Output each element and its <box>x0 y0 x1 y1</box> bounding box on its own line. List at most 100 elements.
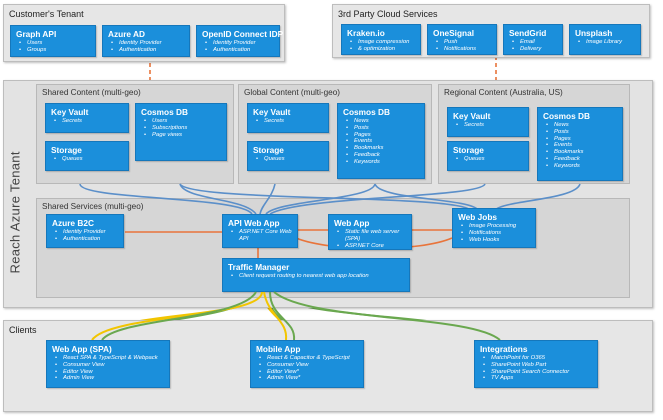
global-content-frame: Global Content (multi-geo) Key Vault Sec… <box>238 84 432 184</box>
card-item: ASP.NET Core <box>337 243 411 250</box>
green-link <box>269 291 296 341</box>
card-item: Image Library <box>578 39 640 46</box>
card-item: Authentication <box>111 47 189 54</box>
card-title: Storage <box>51 145 82 155</box>
card-item: Users <box>19 40 95 47</box>
card-item: Authentication <box>205 47 279 54</box>
card-title: Storage <box>253 145 284 155</box>
shared-content-title: Shared Content (multi-geo) <box>42 88 141 97</box>
card-item: Bookmarks <box>546 149 622 156</box>
storage-card: Storage Queues <box>447 141 529 171</box>
card-item: News <box>346 118 424 125</box>
green-link <box>273 291 501 341</box>
card-item: Consumer View <box>259 362 363 369</box>
global-content-title: Global Content (multi-geo) <box>244 88 341 97</box>
card-item: ASP.NET Core Web API <box>231 229 297 243</box>
card-item: Notifications <box>461 230 535 237</box>
card-item: Feedback <box>546 156 622 163</box>
key-vault-card: Key Vault Secrets <box>45 103 129 133</box>
azure-b2c-card: Azure B2C Identity Provider Authenticati… <box>46 214 124 248</box>
blue-link <box>179 183 257 215</box>
card-item: Pages <box>346 132 424 139</box>
yellow-link <box>91 291 263 341</box>
shared-content-frame: Shared Content (multi-geo) Key Vault Sec… <box>36 84 234 184</box>
card-title: Cosmos DB <box>141 107 189 117</box>
card-title: Web App <box>334 218 370 228</box>
card-item: Client request routing to nearest web ap… <box>231 273 409 280</box>
card-title: Web Jobs <box>458 212 498 222</box>
openid-idp-card: OpenID Connect IDP Identity Provider Aut… <box>196 25 283 57</box>
card-item: Push <box>436 39 496 46</box>
card-item: Queues <box>256 156 328 163</box>
cosmos-db-card: Cosmos DB News Posts Pages Events Bookma… <box>537 107 623 181</box>
customer-tenant-frame: Customer's Tenant Graph API Users Groups… <box>3 4 285 62</box>
card-title: Integrations <box>480 344 528 354</box>
card-item: Admin View <box>55 375 169 382</box>
card-title: SendGrid <box>509 28 547 38</box>
card-title: Cosmos DB <box>543 111 591 121</box>
card-item: Pages <box>546 136 622 143</box>
card-title: Azure AD <box>108 29 146 39</box>
blue-link <box>265 183 376 215</box>
card-item: SharePoint Search Connector <box>483 369 597 376</box>
card-title: Key Vault <box>253 107 291 117</box>
card-title: API Web App <box>228 218 280 228</box>
onesignal-card: OneSignal Push Notifications <box>427 24 497 55</box>
sendgrid-card: SendGrid Email Delivery <box>503 24 563 55</box>
card-item: Email <box>512 39 562 46</box>
card-title: Storage <box>453 145 484 155</box>
card-item: Static file web server (SPA) <box>337 229 407 243</box>
card-item: Delivery <box>512 46 562 53</box>
card-item: React & Capacitor & TypeScript <box>259 355 363 362</box>
storage-card: Storage Queues <box>247 141 329 171</box>
mobile-app-card: Mobile App React & Capacitor & TypeScrip… <box>250 340 364 388</box>
card-item: Keywords <box>546 163 622 170</box>
card-item: SharePoint Web Part <box>483 362 597 369</box>
card-item: Editor View <box>55 369 169 376</box>
card-title: Key Vault <box>51 107 89 117</box>
graph-api-card: Graph API Users Groups <box>10 25 96 57</box>
card-item: & optimization <box>350 46 420 53</box>
card-title: Web App (SPA) <box>52 344 112 354</box>
card-item: MatchPoint for O365 <box>483 355 597 362</box>
card-item: Groups <box>19 47 95 54</box>
card-item: Notifications <box>436 46 496 53</box>
regional-content-frame: Regional Content (Australia, US) Key Vau… <box>438 84 630 184</box>
card-item: Image compression <box>350 39 420 46</box>
card-item: TV Apps <box>483 375 597 382</box>
web-jobs-card: Web Jobs Image Processing Notifications … <box>452 208 536 248</box>
card-title: Traffic Manager <box>228 262 290 272</box>
card-item: Events <box>346 138 424 145</box>
key-vault-card: Key Vault Secrets <box>247 103 329 133</box>
card-item: Admin View* <box>259 375 363 382</box>
azure-ad-card: Azure AD Identity Provider Authenticatio… <box>102 25 190 57</box>
card-item: Bookmarks <box>346 145 424 152</box>
card-item: Identity Provider <box>111 40 189 47</box>
unsplash-card: Unsplash Image Library <box>569 24 641 55</box>
card-title: Kraken.io <box>347 28 385 38</box>
card-item: Image Processing <box>461 223 535 230</box>
key-vault-card: Key Vault Secrets <box>447 107 529 137</box>
blue-link <box>179 183 471 211</box>
integrations-card: Integrations MatchPoint for O365 SharePo… <box>474 340 598 388</box>
blue-link <box>79 183 253 215</box>
card-title: OneSignal <box>433 28 475 38</box>
blue-link <box>269 183 486 215</box>
third-party-frame: 3rd Party Cloud Services Kraken.io Image… <box>332 4 650 58</box>
card-item: Secrets <box>54 118 128 125</box>
blue-link <box>259 183 276 215</box>
card-item: Events <box>546 142 622 149</box>
storage-card: Storage Queues <box>45 141 129 171</box>
card-item: Web Hooks <box>461 237 535 244</box>
yellow-link <box>263 291 288 341</box>
card-item: Posts <box>346 125 424 132</box>
blue-link <box>494 183 581 211</box>
web-app-spa-card: Web App (SPA) React SPA & TypeScript & W… <box>46 340 170 388</box>
green-link <box>101 291 257 341</box>
card-title: Mobile App <box>256 344 301 354</box>
kraken-card: Kraken.io Image compression & optimizati… <box>341 24 421 55</box>
web-app-card: Web App Static file web server (SPA) ASP… <box>328 214 412 250</box>
card-item: Authentication <box>55 236 123 243</box>
card-item: Secrets <box>256 118 328 125</box>
